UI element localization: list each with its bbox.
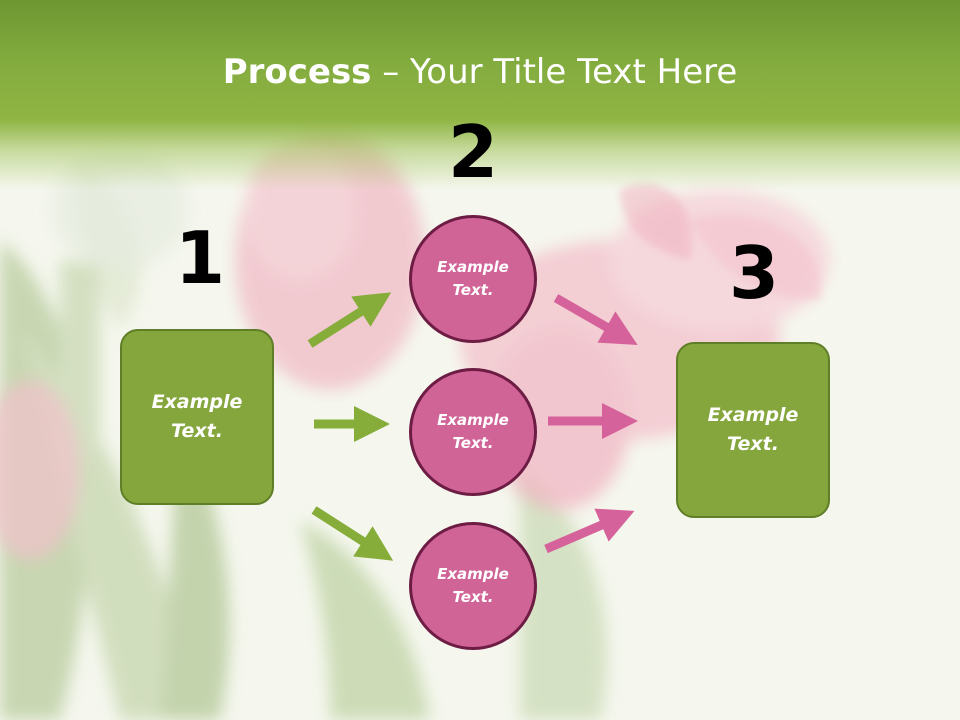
- step-1-box-text: Example Text.: [151, 391, 243, 442]
- step-3-box-text: Example Text.: [707, 404, 799, 455]
- pink-arrow-down: [553, 294, 638, 345]
- step-1-box[interactable]: Example Text.: [120, 329, 274, 505]
- step-number-1: 1: [174, 216, 226, 300]
- step-3-box[interactable]: Example Text.: [676, 342, 830, 518]
- step-number-3: 3: [728, 231, 780, 315]
- green-arrow-up: [307, 292, 392, 348]
- circle-bottom-text: Example Text.: [437, 565, 509, 606]
- step-2-circle-bottom[interactable]: Example Text.: [409, 522, 537, 650]
- circle-middle-text: Example Text.: [437, 411, 509, 452]
- title-rest: – Your Title Text Here: [371, 52, 738, 92]
- title-band: [0, 0, 960, 190]
- circle-top-text: Example Text.: [437, 258, 509, 299]
- step-number-2: 2: [447, 110, 499, 194]
- slide-title: Process – Your Title Text Here: [0, 52, 960, 92]
- step-2-circle-top[interactable]: Example Text.: [409, 215, 537, 343]
- step-2-circle-middle[interactable]: Example Text.: [409, 368, 537, 496]
- pink-arrow-up: [544, 508, 635, 554]
- title-bold: Process: [222, 52, 372, 92]
- green-arrow-down: [311, 506, 394, 561]
